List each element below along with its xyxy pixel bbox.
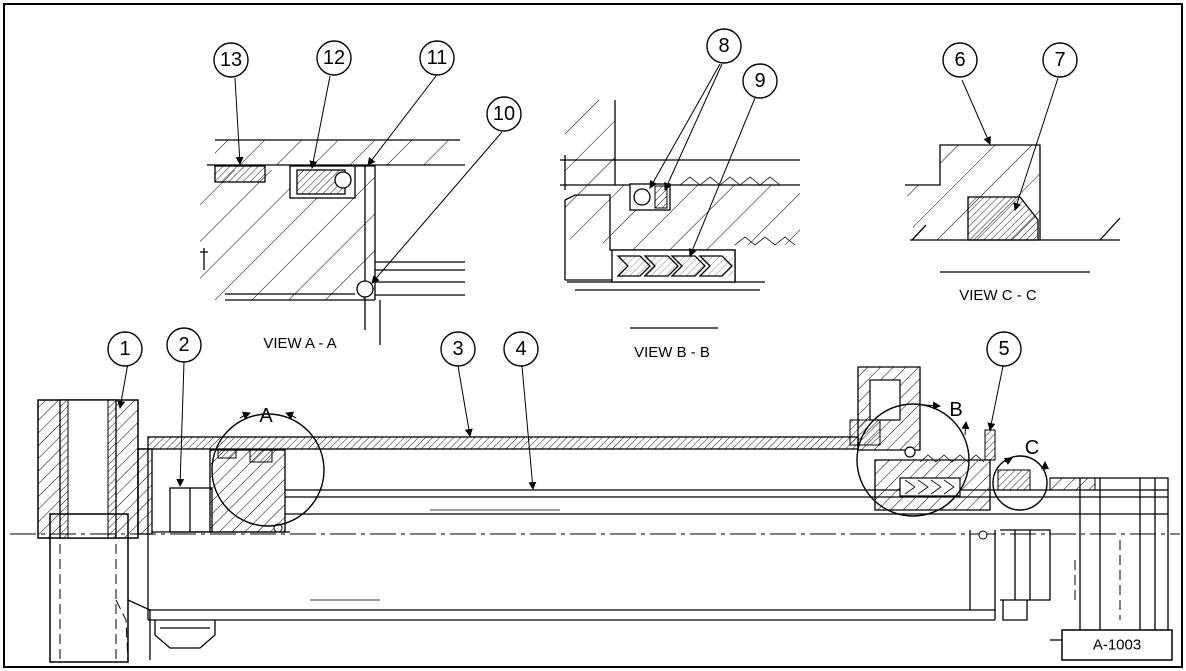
view-b-caption: VIEW B - B xyxy=(634,344,710,361)
view-a-marker: A xyxy=(259,405,273,427)
svg-text:11: 11 xyxy=(427,47,448,69)
drawing-number: A-1003 xyxy=(1093,637,1141,654)
svg-text:8: 8 xyxy=(718,35,729,57)
callout-6: 6 xyxy=(942,42,978,78)
callout-7: 7 xyxy=(1042,42,1078,78)
svg-text:13: 13 xyxy=(220,49,242,71)
view-b-detail xyxy=(560,100,800,291)
view-a-detail xyxy=(200,139,465,345)
callout-2: 2 xyxy=(166,327,202,363)
svg-text:4: 4 xyxy=(515,338,526,360)
leader-lines xyxy=(117,63,1059,490)
callout-13: 13 xyxy=(213,42,249,78)
svg-text:2: 2 xyxy=(178,334,189,356)
drawing-number-box: A-1003 xyxy=(1061,629,1173,661)
svg-text:7: 7 xyxy=(1054,49,1065,71)
svg-text:3: 3 xyxy=(452,338,463,360)
detail-marker-a: A xyxy=(211,405,325,527)
callout-9: 9 xyxy=(742,63,778,99)
view-a-caption: VIEW A - A xyxy=(263,335,336,352)
view-c-marker: C xyxy=(1025,437,1039,459)
view-b-marker: B xyxy=(949,399,962,421)
callout-1: 1 xyxy=(107,331,143,367)
svg-text:5: 5 xyxy=(998,338,1009,360)
svg-text:10: 10 xyxy=(493,103,515,125)
svg-text:1: 1 xyxy=(119,338,130,360)
callout-8: 8 xyxy=(706,28,742,64)
callout-12: 12 xyxy=(316,40,352,76)
view-c-caption: VIEW C - C xyxy=(959,287,1037,304)
callout-10: 10 xyxy=(486,96,522,132)
sheet-border xyxy=(3,3,1183,668)
callout-11: 11 xyxy=(419,40,455,76)
callout-5: 5 xyxy=(986,331,1022,367)
cylinder-assembly xyxy=(10,366,1180,663)
svg-text:12: 12 xyxy=(323,47,345,69)
detail-marker-b: B xyxy=(856,399,970,517)
svg-text:9: 9 xyxy=(754,70,765,92)
svg-text:6: 6 xyxy=(954,49,965,71)
callout-4: 4 xyxy=(503,331,539,367)
view-c-detail xyxy=(905,144,1121,273)
callout-3: 3 xyxy=(440,331,476,367)
detail-marker-c: C xyxy=(992,437,1049,511)
